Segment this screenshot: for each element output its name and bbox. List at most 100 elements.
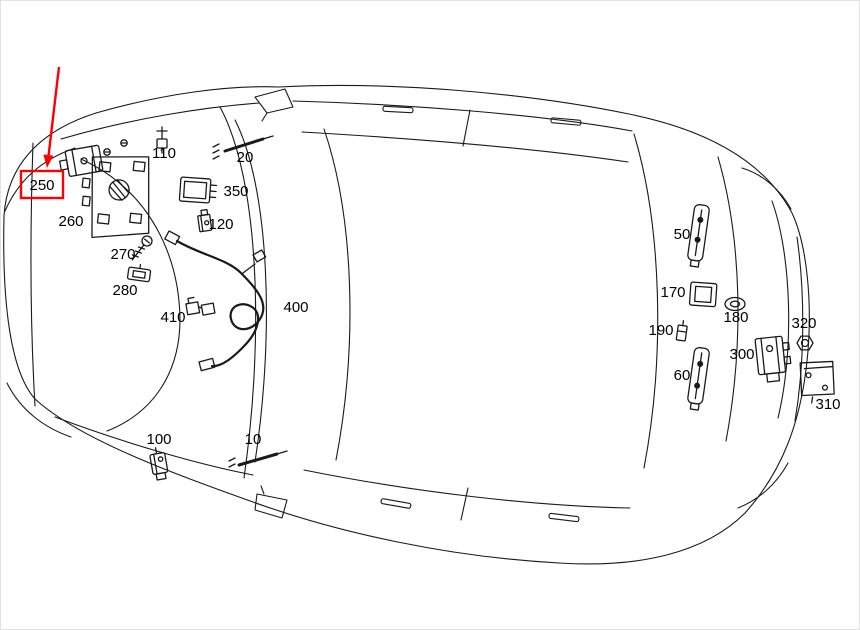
part-label-410[interactable]: 410 — [160, 309, 185, 326]
part-410-clip — [185, 301, 201, 316]
part-300-body — [754, 335, 787, 376]
part-250-detail — [90, 145, 97, 173]
part-label-350[interactable]: 350 — [223, 183, 248, 200]
part-label-310[interactable]: 310 — [815, 396, 840, 413]
part-400-connector-start — [164, 230, 181, 246]
part-170-glyph — [688, 281, 718, 308]
part-410-clip — [200, 302, 216, 316]
rear-lamp-top — [741, 167, 792, 210]
part-label-10[interactable]: 10 — [245, 431, 262, 448]
part-label-400[interactable]: 400 — [283, 299, 308, 316]
part-180-outer — [724, 296, 746, 312]
part-310-plate — [799, 360, 835, 397]
part-280-tab — [139, 263, 142, 270]
part-10-tick — [228, 463, 236, 468]
part-350-glyph — [178, 176, 218, 204]
part-label-60[interactable]: 60 — [674, 367, 691, 384]
part-270-thread — [131, 254, 139, 258]
part-190-body — [675, 324, 688, 342]
part-100-detail — [152, 453, 158, 475]
part-310-tab — [811, 396, 814, 404]
part-260-plate — [91, 156, 150, 239]
part-260-glyph — [81, 156, 150, 239]
windshield-front-edge — [219, 106, 257, 479]
part-120-tab — [200, 208, 209, 217]
part-100-glyph — [149, 447, 169, 481]
part-10-glyph — [228, 450, 288, 468]
part-300-tab — [781, 341, 790, 351]
part-300-foot — [766, 372, 781, 383]
part-280-body — [126, 266, 152, 283]
part-180-inner — [729, 300, 741, 308]
part-20-tip — [262, 135, 274, 140]
part-260-module — [129, 212, 143, 225]
part-labels: 250 260 270 280 110 20 350 120 410 400 1… — [29, 145, 840, 448]
part-410-link — [197, 306, 203, 309]
part-label-100[interactable]: 100 — [146, 431, 171, 448]
part-20-tick — [212, 143, 220, 148]
front-bumper-bottom-line — [6, 382, 72, 438]
windshield-rear-edge — [323, 128, 351, 461]
part-260-tab — [81, 177, 91, 189]
part-260-module — [96, 213, 111, 225]
mirror-top-stem — [261, 112, 268, 122]
part-100-pin — [154, 447, 158, 455]
highlight-arrow-shaft — [47, 66, 61, 157]
part-label-270[interactable]: 270 — [110, 246, 135, 263]
highlight-box — [19, 169, 65, 200]
part-260-hatch — [116, 179, 130, 194]
part-270-thread — [137, 246, 146, 250]
beltline-top-outer — [292, 100, 633, 132]
part-250-hole — [80, 157, 88, 165]
part-120-hole — [204, 220, 210, 226]
part-label-180[interactable]: 180 — [723, 309, 748, 326]
part-label-250[interactable]: 250 — [29, 177, 54, 194]
part-270-thread — [134, 250, 143, 254]
part-260-tab — [81, 195, 91, 207]
part-170-inner — [694, 285, 713, 304]
part-400-branch — [242, 263, 256, 274]
part-190-detail — [677, 330, 687, 333]
part-310-glyph — [799, 360, 835, 404]
part-label-190[interactable]: 190 — [648, 322, 673, 339]
body-outline — [3, 84, 810, 565]
hood-crease-line — [80, 158, 181, 432]
part-10-rod — [237, 452, 279, 467]
part-20-tick — [212, 155, 220, 160]
part-50-glyph — [687, 203, 710, 268]
front-edge-line — [30, 142, 36, 407]
part-label-110[interactable]: 110 — [152, 145, 176, 162]
part-label-170[interactable]: 170 — [660, 284, 685, 301]
part-400-glyph — [164, 230, 267, 372]
part-260-speaker — [108, 179, 130, 201]
part-label-320[interactable]: 320 — [791, 315, 816, 332]
part-label-50[interactable]: 50 — [674, 226, 691, 243]
fastener-screws — [103, 139, 128, 156]
part-260-hatch — [109, 186, 123, 201]
part-280-slot — [132, 270, 147, 279]
part-label-260[interactable]: 260 — [58, 213, 83, 230]
part-label-20[interactable]: 20 — [237, 149, 254, 166]
hood-top-line — [60, 102, 260, 140]
mirror-bottom-stem — [260, 485, 265, 495]
part-400-cable — [175, 239, 265, 368]
part-300-glyph — [754, 335, 792, 383]
part-label-120[interactable]: 120 — [208, 216, 233, 233]
part-label-300[interactable]: 300 — [729, 346, 754, 363]
b-pillar-top — [462, 109, 471, 147]
beltline-top-inner — [301, 131, 629, 163]
part-260-module — [132, 160, 146, 173]
part-260-hatch — [112, 181, 126, 199]
part-250-connector — [59, 159, 69, 171]
part-280-glyph — [126, 263, 152, 283]
part-300-hole — [765, 344, 774, 353]
rear-lamp-bottom — [737, 462, 789, 509]
part-label-280[interactable]: 280 — [112, 282, 137, 299]
part-300-detail — [760, 337, 766, 375]
part-50-contact — [697, 216, 704, 223]
part-60-contact — [694, 382, 701, 389]
trunk-edge-line — [771, 200, 790, 419]
part-50-contact — [694, 236, 701, 243]
